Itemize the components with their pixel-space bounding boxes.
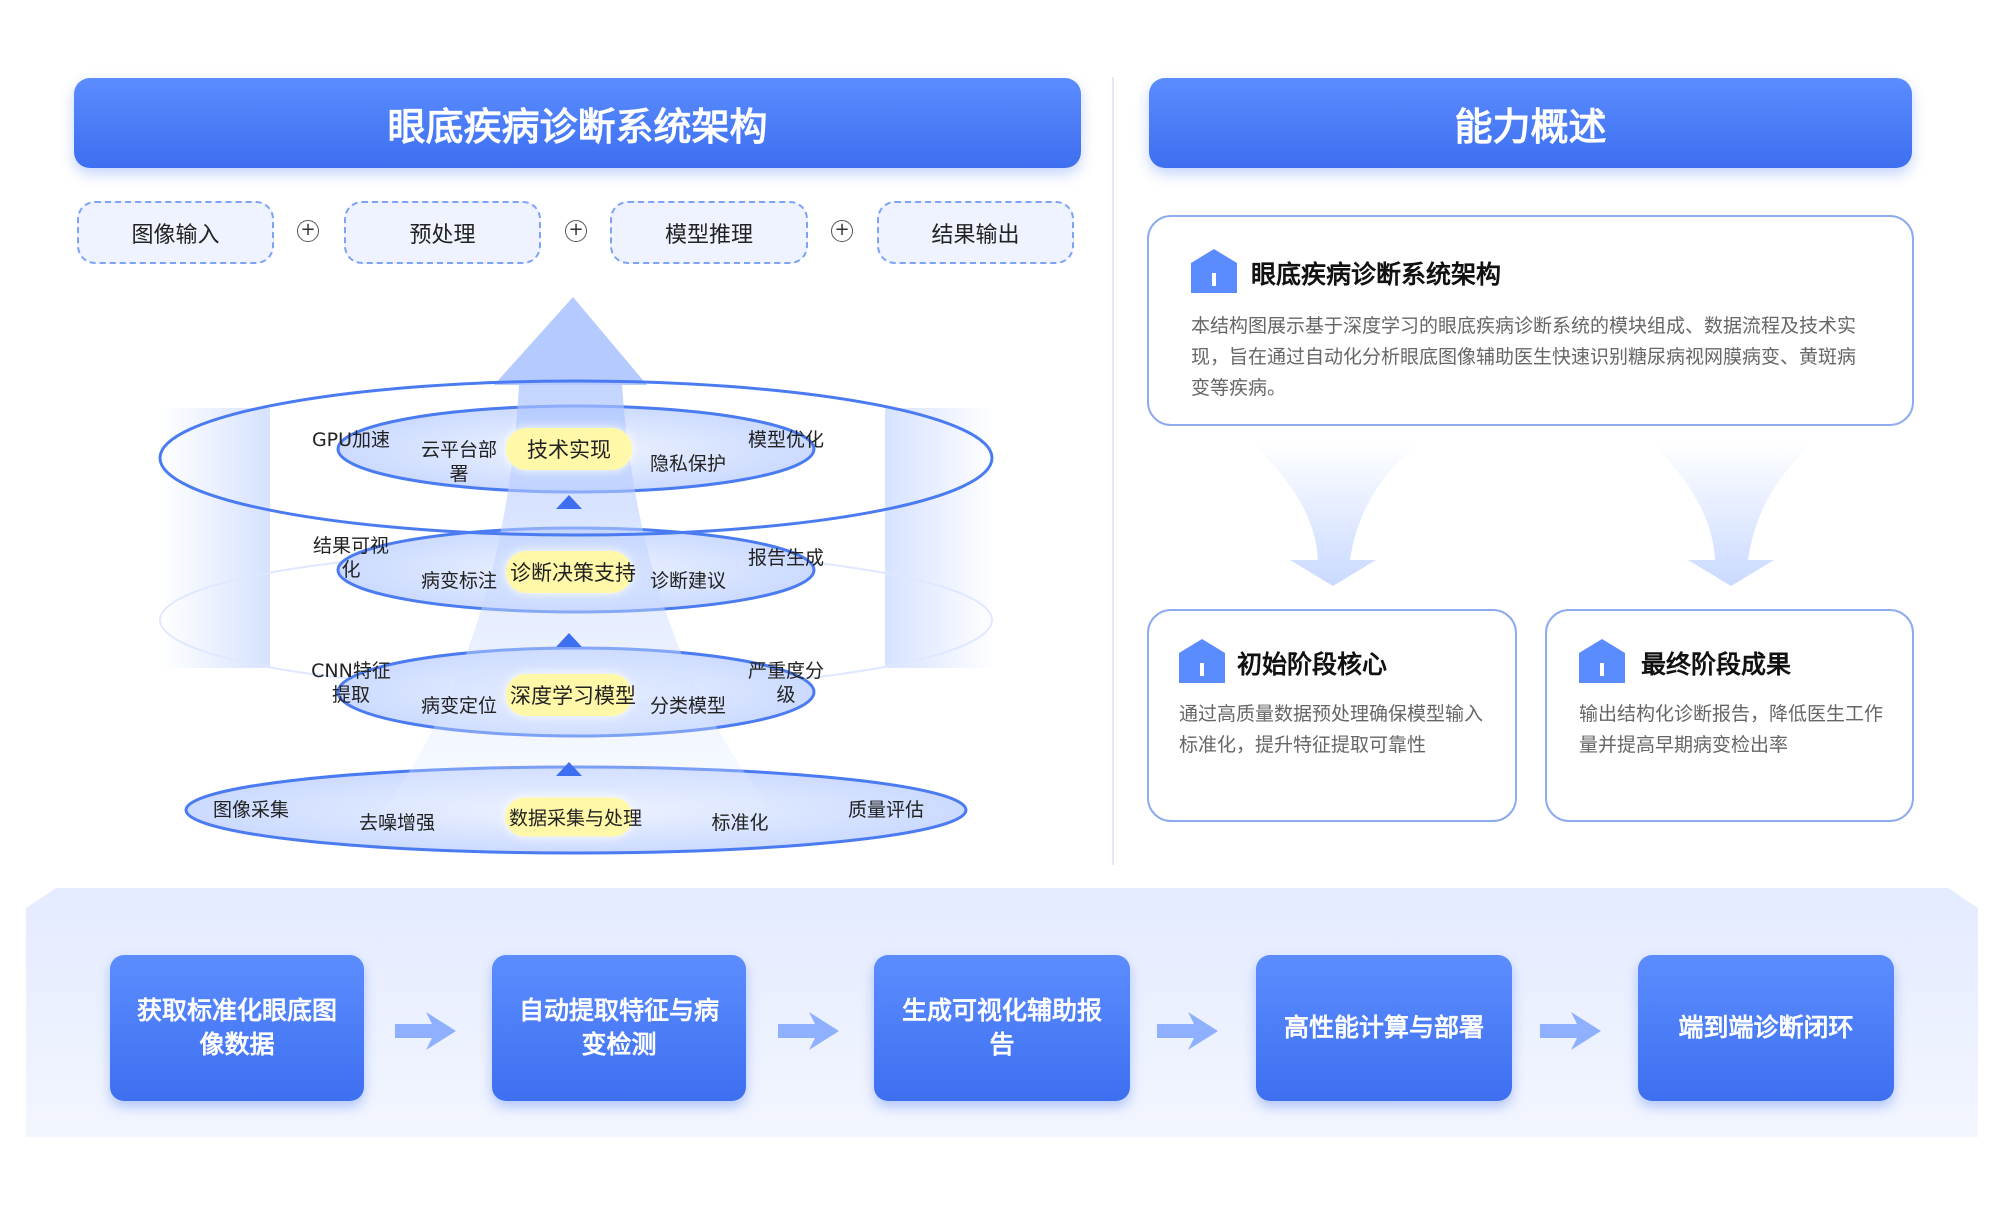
layer-label: 严重度分级 [747,660,824,706]
flow-step: 获取标准化眼底图像数据 [110,955,364,1101]
final-stage-text: 输出结构化诊断报告，降低医生工作量并提高早期病变检出率 [1579,703,1884,756]
down-arrow-icon [1650,442,1815,586]
layer-label: 报告生成 [747,547,825,569]
side-panel-right [885,408,995,668]
layer-label: 云平台部署 [420,439,497,485]
layer-label: 模型优化 [747,429,825,451]
plus-icon: + [297,220,319,242]
final-stage-title: 最终阶段成果 [1641,650,1792,679]
initial-stage-text: 通过高质量数据预处理确保模型输入标准化，提升特征提取可靠性 [1179,703,1484,756]
flow-step: 端到端诊断闭环 [1638,955,1894,1101]
central-arrow-head [494,297,647,385]
layer-core-model: 深度学习模型 [506,674,636,716]
house-icon [1179,639,1225,683]
layer-label: 标准化 [711,812,769,834]
layer-label: 结果可视化 [312,535,389,581]
house-icon [1579,639,1625,683]
house-icon [1191,249,1237,293]
step-result-output: 结果输出 [877,201,1074,264]
flow-step: 高性能计算与部署 [1256,955,1512,1101]
layer-core-data: 数据采集与处理 [505,797,642,837]
layer-label: CNN特征提取 [311,660,391,706]
flow-step: 生成可视化辅助报告 [874,955,1130,1101]
overview-title: 能力概述 [1149,78,1912,168]
layer-label: 质量评估 [847,799,925,821]
final-stage-card: 最终阶段成果 输出结构化诊断报告，降低医生工作量并提高早期病变检出率 [1545,609,1914,822]
layer-core-decision: 诊断决策支持 [506,551,636,593]
layer-label: 去噪增强 [358,812,436,834]
layer-label: 分类模型 [649,695,727,717]
up-triangle-icon [556,495,582,509]
layer-core-tech: 技术实现 [506,428,632,470]
overview-card-title: 眼底疾病诊断系统架构 [1251,260,1502,289]
down-arrow-icon [1250,442,1420,586]
central-arrow-shaft [385,385,770,808]
initial-stage-title: 初始阶段核心 [1237,650,1388,679]
architecture-title: 眼底疾病诊断系统架构 [74,78,1081,168]
step-preprocess: 预处理 [344,201,541,264]
step-model-inference: 模型推理 [610,201,808,264]
initial-stage-card: 初始阶段核心 通过高质量数据预处理确保模型输入标准化，提升特征提取可靠性 [1147,609,1517,822]
layer-label: 隐私保护 [649,453,727,475]
plus-icon: + [831,220,853,242]
overview-card-text: 本结构图展示基于深度学习的眼底疾病诊断系统的模块组成、数据流程及技术实现，旨在通… [1191,315,1857,399]
up-triangle-icon [556,633,582,647]
layer-label: 病变标注 [420,570,498,592]
plus-icon: + [565,220,587,242]
layer-label: 诊断建议 [649,570,727,592]
layer-label: 病变定位 [420,695,498,717]
step-image-input: 图像输入 [77,201,274,264]
side-panel-left [160,408,270,668]
up-triangle-icon [556,762,582,776]
flow-step: 自动提取特征与病变检测 [492,955,746,1101]
outer-ring [158,379,994,537]
layer-label: GPU加速 [311,429,391,451]
overview-card: 眼底疾病诊断系统架构 本结构图展示基于深度学习的眼底疾病诊断系统的模块组成、数据… [1147,215,1914,426]
layer-label: 图像采集 [212,799,290,821]
